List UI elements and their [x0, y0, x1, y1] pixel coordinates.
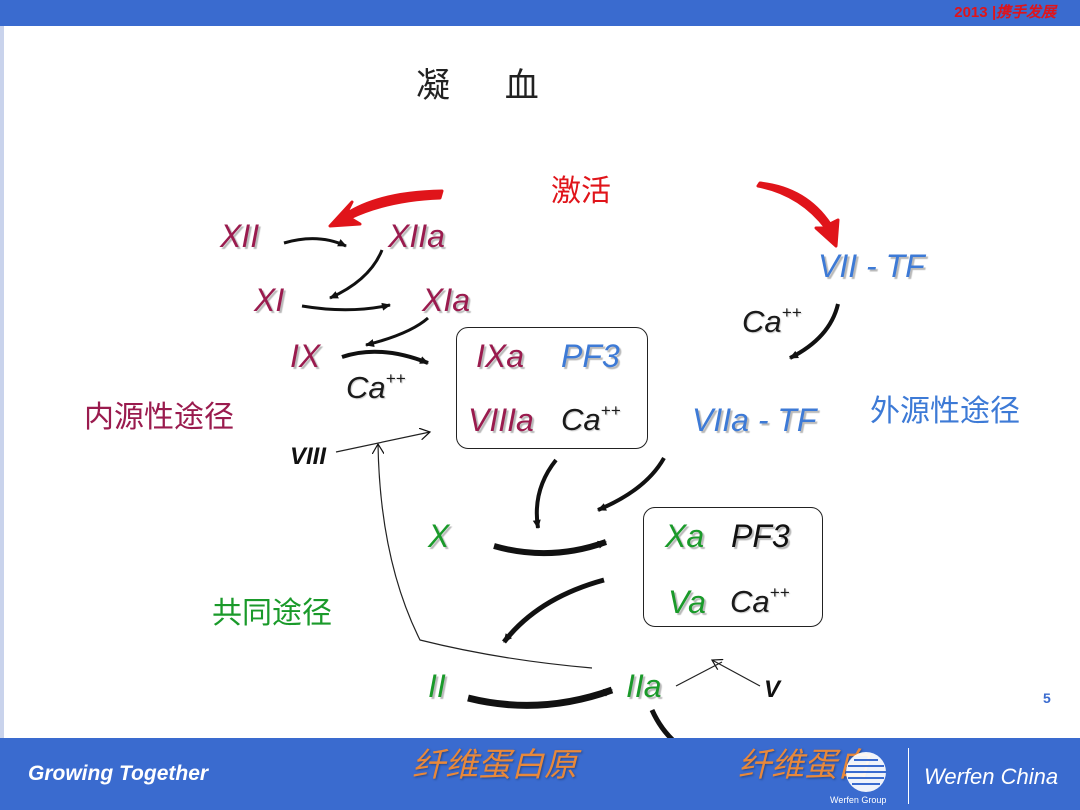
arrow-ii-iia [467, 686, 614, 709]
arrow-viia-x [597, 457, 666, 512]
factor-pf3-prothrombinase: PF3 [731, 518, 790, 554]
activation-arrow-left [328, 189, 444, 228]
factor-va: Va [668, 584, 706, 620]
factor-xi: XI [254, 282, 285, 318]
arrow-viii-viiia [335, 432, 430, 453]
footer-slogan: Growing Together [28, 762, 209, 785]
factor-iia: IIa [626, 668, 662, 704]
factor-viia-tf: VIIa - TF [692, 402, 817, 438]
header-separator: | [991, 4, 996, 21]
left-rule [0, 26, 4, 738]
arrow-xiia-xi [329, 249, 384, 300]
arrow-x-xa [493, 539, 608, 557]
calcium-extrinsic: Ca++ [742, 303, 802, 339]
fibrinogen-label: 纤维蛋白原 [412, 746, 577, 783]
tenase-complex-box [456, 327, 648, 449]
arrow-vii-viia [789, 303, 840, 360]
page-number: 5 [1043, 690, 1051, 706]
calcium-ix: Ca++ [346, 369, 406, 405]
common-pathway-label: 共同途径 [212, 596, 332, 631]
arrow-xa-ii [502, 577, 605, 644]
footer-bar [0, 738, 1080, 810]
activation-arrow-right [756, 181, 840, 248]
feedback-iia-viii [378, 444, 593, 669]
arrow-ixa-x [532, 458, 558, 529]
factor-xia: XIa [422, 282, 471, 318]
activation-label: 激活 [551, 174, 611, 209]
factor-viiia: VIIIa [468, 402, 534, 438]
arrow-xia-ix [365, 316, 429, 347]
factor-ixa: IXa [476, 338, 525, 374]
logo-text: Werfen Group [830, 795, 887, 805]
arrow-v-va [712, 660, 761, 687]
header-year: 2013 [954, 4, 988, 21]
werfen-globe-icon [846, 752, 886, 792]
factor-ii: II [428, 668, 446, 704]
factor-xii: XII [220, 218, 260, 254]
extrinsic-pathway-label: 外源性途径 [870, 394, 1020, 429]
factor-pf3-tenase: PF3 [561, 338, 620, 374]
prothrombinase-box [643, 507, 823, 627]
arrow-xi-xia [301, 302, 391, 312]
header-bar: 2013 |携手发展 [0, 0, 1080, 26]
factor-xa: Xa [665, 518, 705, 554]
calcium-prothrombinase: Ca++ [730, 583, 790, 619]
calcium-tenase: Ca++ [561, 401, 621, 437]
factor-ix: IX [290, 338, 321, 374]
header-slogan: 携手发展 [995, 4, 1056, 21]
arrow-ix-ixa [341, 349, 429, 365]
factor-x: X [428, 518, 450, 554]
factor-v: V [764, 676, 781, 703]
intrinsic-pathway-label: 内源性途径 [84, 400, 234, 435]
factor-xiia: XIIa [388, 218, 445, 254]
company-name: Werfen China [924, 764, 1059, 789]
arrow-iia-va [675, 661, 723, 687]
footer-divider [908, 748, 909, 804]
header-tag: 2013 |携手发展 [954, 3, 1056, 23]
factor-viii: VIII [290, 443, 327, 470]
arrow-xii-xiia [283, 237, 347, 248]
factor-vii-tf: VII - TF [818, 248, 925, 284]
page-title: 凝 血 [416, 66, 561, 106]
